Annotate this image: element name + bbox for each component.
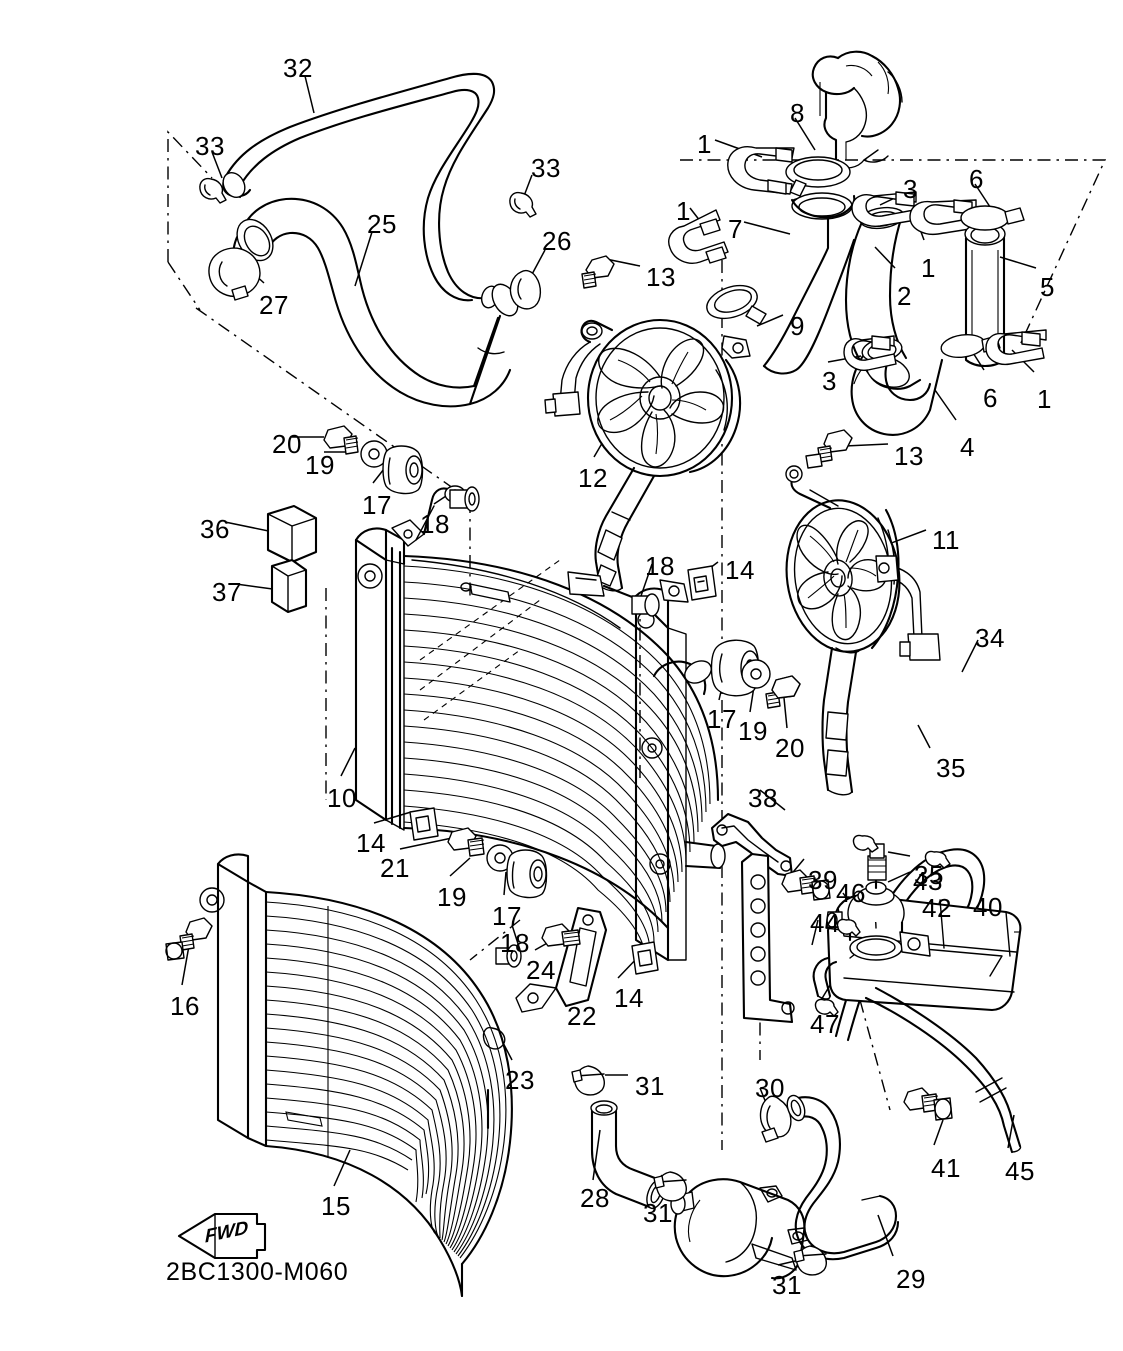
callout-number-19: 19: [738, 716, 768, 746]
callout-number-17: 17: [492, 901, 522, 931]
callout-number-3: 3: [822, 366, 837, 396]
diagram-part-number: 2BC1300-M060: [166, 1258, 349, 1286]
leader-lines: [181, 75, 1037, 1266]
callout-number-1: 1: [697, 129, 712, 159]
thermostat-hose-group: [668, 50, 1047, 469]
callout-number-40: 40: [973, 892, 1003, 922]
callout-number-33: 33: [195, 131, 225, 161]
callout-number-19: 19: [437, 882, 467, 912]
callout-number-46: 46: [836, 878, 866, 908]
callout-number-26: 26: [542, 226, 572, 256]
callout-number-18: 18: [420, 509, 450, 539]
callout-number-27: 27: [259, 290, 289, 320]
fwd-arrow: [177, 1212, 267, 1260]
callout-number-22: 22: [567, 1001, 597, 1031]
callout-number-4: 4: [960, 432, 975, 462]
oil-cooler: [165, 853, 513, 1298]
callout-number-1: 1: [1037, 384, 1052, 414]
callout-number-31: 31: [635, 1071, 665, 1101]
callout-number-13: 13: [894, 441, 924, 471]
callout-number-24: 24: [526, 955, 556, 985]
callout-number-3: 3: [903, 174, 918, 204]
callout-number-1: 1: [921, 253, 936, 283]
callout-number-34: 34: [975, 623, 1005, 653]
callout-number-32: 32: [283, 53, 313, 83]
callout-number-35: 35: [936, 753, 966, 783]
callout-number-7: 7: [728, 214, 743, 244]
callout-number-18: 18: [645, 551, 675, 581]
callout-number-25: 25: [367, 209, 397, 239]
callout-number-13: 13: [646, 262, 676, 292]
callout-number-17: 17: [707, 704, 737, 734]
radiator-fins: [403, 565, 711, 963]
callout-number-15: 15: [321, 1191, 351, 1221]
upper-coolant-hose-group: [199, 72, 542, 408]
callout-number-18: 18: [500, 928, 530, 958]
callout-number-41: 41: [931, 1153, 961, 1183]
water-pump-group: [571, 1065, 900, 1280]
callout-number-10: 10: [327, 783, 357, 813]
reservoir-bracket-group: [710, 812, 1022, 1154]
callout-number-6: 6: [983, 383, 998, 413]
callout-number-1: 1: [676, 196, 691, 226]
callout-number-38: 38: [748, 783, 778, 813]
callout-number-31: 31: [643, 1198, 673, 1228]
callout-number-14: 14: [725, 555, 755, 585]
callout-number-9: 9: [790, 311, 805, 341]
callout-number-20: 20: [775, 733, 805, 763]
callout-number-12: 12: [578, 463, 608, 493]
oil-cooler-fins: [265, 901, 507, 1259]
callout-number-6: 6: [969, 164, 984, 194]
damper-pads: [266, 504, 318, 614]
callout-number-43: 43: [913, 866, 943, 896]
callout-number-33: 33: [531, 153, 561, 183]
callout-number-42: 42: [922, 893, 952, 923]
callout-number-11: 11: [932, 525, 960, 555]
callout-number-29: 29: [896, 1264, 926, 1294]
callout-number-36: 36: [200, 514, 230, 544]
callout-number-37: 37: [212, 577, 242, 607]
callout-number-47: 47: [810, 1009, 840, 1039]
callout-number-39: 39: [808, 865, 838, 895]
callout-number-20: 20: [272, 429, 302, 459]
callout-number-35: 35: [914, 860, 944, 890]
callout-number-28: 28: [580, 1183, 610, 1213]
callout-number-16: 16: [170, 991, 200, 1021]
callout-number-44: 44: [810, 908, 840, 938]
callout-number-31: 31: [772, 1270, 802, 1300]
callout-number-2: 2: [897, 281, 912, 311]
callout-number-8: 8: [790, 98, 805, 128]
callout-number-14: 14: [614, 983, 644, 1013]
callout-number-45: 45: [1005, 1156, 1035, 1186]
callout-number-21: 21: [380, 853, 410, 883]
callout-number-17: 17: [362, 490, 392, 520]
fan-assembly-left: [544, 255, 751, 592]
callout-number-19: 19: [305, 450, 335, 480]
callout-number-30: 30: [755, 1073, 785, 1103]
callout-number-23: 23: [505, 1065, 535, 1095]
callout-number-5: 5: [1040, 272, 1055, 302]
callout-number-14: 14: [356, 828, 386, 858]
radiator-assembly: [323, 425, 801, 1050]
